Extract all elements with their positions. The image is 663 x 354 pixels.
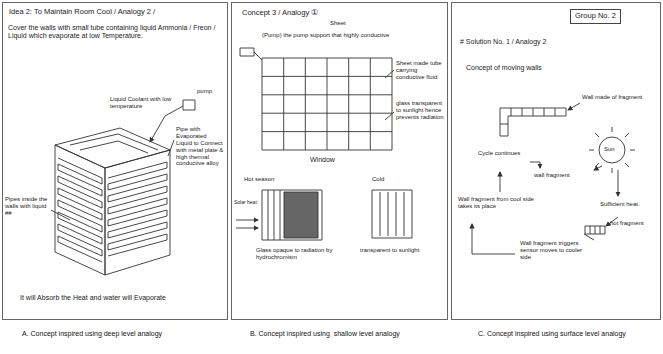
figure-caption: C. Concept inspired using surface level … — [478, 330, 626, 338]
sketch-annotation: Hot season — [244, 176, 304, 183]
sketch-panel: Group No. 2 — [451, 2, 661, 320]
figure-caption: A. Concept inspired using deep level ana… — [22, 330, 162, 338]
sketch-annotation: Sufficient heat. — [600, 201, 658, 208]
panel-heading: Concept 3 / Analogy ① — [242, 9, 318, 18]
sketch-annotation: Sheet — [330, 20, 370, 27]
panel-heading: Idea 2: To Maintain Room Cool / Analogy … — [9, 8, 155, 17]
sketch-annotation: wall fragment — [534, 172, 590, 179]
sketch-annotation: pump — [197, 88, 227, 95]
sketch-panel: Concept 3 / Analogy ① — [231, 2, 448, 320]
sketch-annotation: Sun — [604, 146, 620, 153]
sketch-annotation: Wall fragment triggers sensor moves to c… — [520, 240, 584, 261]
sketch-annotation: glass transparent to sunlight hence prev… — [396, 100, 444, 121]
sketch-annotation: Glass opaque to radiation by hydrochromi… — [256, 247, 344, 261]
sketch-annotation: hot fragment — [610, 220, 656, 227]
sketch-annotation: Pipes inside the walls with liquid ## — [5, 196, 51, 217]
sketch-annotation: Pipe with Evaporated Liquid to Connect w… — [176, 126, 224, 167]
figure-caption: B. Concept inspired using shallow level … — [250, 330, 400, 338]
sketch-annotation: Cover the walls with small tube containi… — [8, 24, 220, 40]
sketch-annotation: Window — [310, 156, 360, 164]
sketch-annotation: transparent to sunlight — [360, 247, 440, 254]
sketch-annotation: Wall fragment from cool side takes its p… — [458, 196, 534, 210]
sketch-annotation: # Solution No. 1 / Analogy 2 — [460, 38, 610, 46]
sketch-annotation: Sheet made tube carrying conductive flui… — [396, 60, 444, 81]
sketch-annotation: Solar heat — [234, 200, 258, 206]
panel-heading: Group No. 2 — [570, 9, 621, 24]
sketch-annotation: It will Absorb the Heat and water will E… — [20, 294, 220, 302]
sketch-annotation: Cycle continues — [478, 150, 528, 157]
sketch-annotation: Cold — [372, 176, 402, 183]
sketch-annotation: (Pump) the pump support that highly cond… — [262, 32, 437, 39]
sketch-annotation: Wall made of fragment — [582, 94, 656, 101]
sketch-annotation: Liquid Coolant with low temperature — [110, 96, 172, 110]
sketch-annotation: Concept of moving walls — [466, 64, 616, 72]
